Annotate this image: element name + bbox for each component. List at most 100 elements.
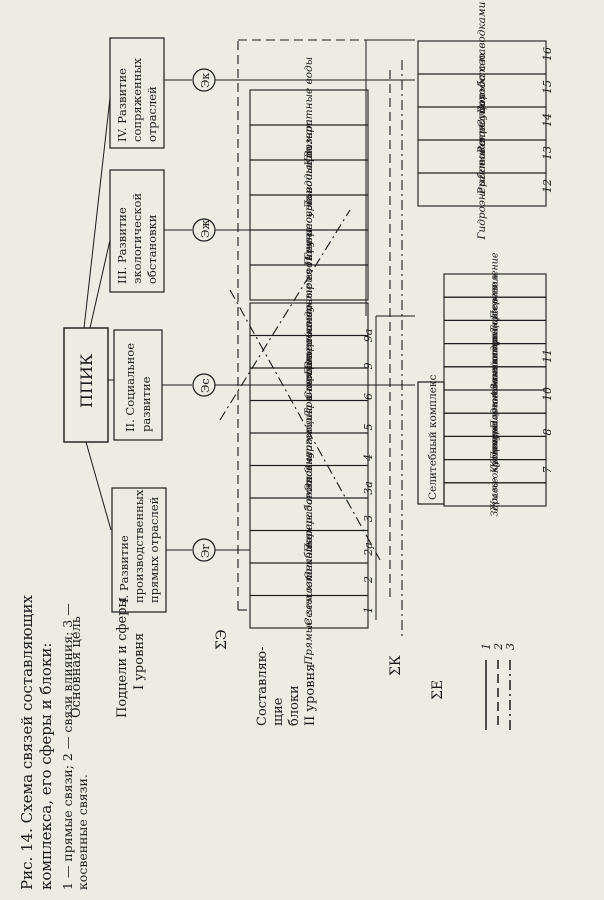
svg-text:III. Развитие: III. Развитие [115,207,129,284]
svg-text:отраслей: отраслей [145,86,159,142]
production-number-3: 2а [362,542,375,557]
effect-circle-4: Эк [192,68,216,92]
related-number-5: 16 [541,47,554,61]
link-indirect-1 [219,209,351,421]
ppik-center-label: ППИК [77,353,96,408]
caption-legend: 1 — прямые связи; 2 — связи влияния; 3 —… [60,603,90,890]
settlement-block-stack: ЖильеЗдраво-охранениеКультураПросвещение… [443,252,547,517]
production-block-10: Стройиндустрия [249,269,369,370]
settlement-number-1: 7 [541,467,554,474]
svg-text:Прямые землепол.: Прямые землепол. [303,559,315,666]
svg-text:Администрация: Администрация [490,313,501,399]
components-label-line3: блоки [287,685,302,726]
svg-text:Торговля: Торговля [490,286,501,333]
effect-circle-3: Эж [192,218,216,242]
svg-text:Коммунальное хозяйство: Коммунальное хозяйство [490,335,501,469]
effect-circle-1: Эr [192,538,216,562]
svg-text:развитие: развитие [139,376,153,432]
sphere-1-box: I. Развитие производственных прямых отра… [111,487,167,613]
svg-text:экологической: экологической [130,193,144,284]
svg-text:Просвещение: Просвещение [490,390,501,461]
svg-text:Строительство: Строительство [303,304,315,399]
components-label-line4: II уровня [303,664,318,726]
svg-text:II. Социальное: II. Социальное [123,343,137,432]
svg-text:Переселение: Переселение [490,252,501,320]
components-label-line2: щие [271,697,286,726]
related-number-4: 15 [541,80,554,94]
production-number-10: 9а [362,329,375,343]
subgoals-label-line1: Подцели и сферы [115,597,130,718]
svg-text:Почвы: Почвы [303,229,315,267]
svg-text:I. Развитие: I. Развитие [117,535,131,603]
link-indirect-2 [229,289,381,561]
sigma-k-label: ΣК [388,655,404,676]
svg-text:Эr: Эr [199,544,212,558]
production-number-1: 1 [362,607,375,614]
production-number-8: 6 [362,393,375,400]
svg-text:Поверхностные водные ресурсы: Поверхностные водные ресурсы [303,190,315,376]
svg-text:Возвратные воды: Возвратные воды [303,57,315,159]
svg-text:Ландшафт: Ландшафт [303,146,315,210]
settlement-number-3: 10 [541,387,554,401]
settlement-number-2: 8 [541,429,554,436]
components-label-line1: Составляю- [255,647,270,727]
svg-text:Эж: Эж [199,219,212,238]
legend-label-3: 3 [504,643,517,650]
svg-text:обстановки: обстановки [145,214,159,284]
related-number-3: 14 [541,113,554,127]
sphere-4-box: IV. Развитие сопряженных отраслей [109,37,165,149]
caption-title: Рис. 14. Схема связей составляющих компл… [18,595,55,890]
svg-text:Грунтовые воды: Грунтовые воды [303,165,315,261]
svg-text:Стройиндустрия: Стройиндустрия [303,269,315,370]
svg-text:Жилье: Жилье [490,477,501,512]
production-number-row: 1 2 2а 3 3а 4 5 6 9 9а [362,329,375,614]
svg-text:Судоходство: Судоходство [476,53,488,127]
link-center-to-sphere-4 [83,97,111,329]
sphere-3-box: III. Развитие экологической обстановки [109,169,165,293]
svg-text:Здраво-охранение: Здраво-охранение [490,425,501,516]
svg-text:Гидроэнергетика: Гидроэнергетика [476,140,488,241]
svg-text:Рыбоводство: Рыбоводство [476,119,488,196]
sigma-E-label: ΣЕ [430,680,446,700]
svg-text:Энергетика и связь: Энергетика и связь [303,360,315,473]
link-center-to-sphere-1 [85,441,112,531]
figure-caption: Рис. 14. Схема связей составляющих компл… [18,560,178,890]
svg-text:прямых отраслей: прямых отраслей [147,496,161,603]
ecology-block-stack: Поверхностные водные ресурсыПочвыГрунтов… [249,57,369,376]
line-legend: 1 2 3 [480,643,517,730]
svg-text:Селитебный комплекс: Селитебный комплекс [427,375,439,500]
production-number-5: 3а [362,481,375,495]
production-number-2: 2 [362,576,375,584]
subgoals-label-line2: I уровня [132,633,147,690]
sigma-e-label: ΣЭ [214,629,230,650]
svg-text:Транспорт: Транспорт [303,353,315,416]
settlement-number-4: 11 [541,349,554,363]
svg-text:Подготовка кадров: Подготовка кадров [490,328,501,429]
settlement-number-row: 7 8 10 11 [541,349,554,474]
svg-text:IV. Развитие: IV. Развитие [115,68,129,142]
svg-text:Занятость населения: Занятость населения [490,275,501,390]
production-number-9: 9 [362,363,375,370]
related-number-1: 12 [541,179,554,193]
svg-text:Борьба с паводками: Борьба с паводками [476,1,488,114]
svg-text:Сельхозтехника: Сельхозтехника [303,533,315,626]
settlement-complex: Селитебный комплекс [417,375,445,505]
svg-text:Заготовка: Заготовка [303,452,315,511]
legend-label-1: 1 [480,643,493,650]
ecology-block-6: Возвратные воды [249,57,369,159]
svg-text:производственных: производственных [132,489,146,603]
svg-text:Культура: Культура [490,422,501,474]
link-center-to-sphere-3 [89,239,111,329]
sphere-2-box: II. Социальное развитие [113,329,163,441]
svg-text:Эс: Эс [199,378,212,393]
legend-label-2: 2 [492,643,505,651]
production-number-6: 4 [362,454,375,462]
related-block-stack: ГидроэнергетикаРыбоводствоРекреацияСудох… [417,1,547,241]
production-number-7: 5 [362,424,375,431]
production-number-4: 3 [362,515,375,522]
settlement-block-10: Переселение [443,252,547,320]
svg-text:Переработка: Переработка [303,476,315,554]
